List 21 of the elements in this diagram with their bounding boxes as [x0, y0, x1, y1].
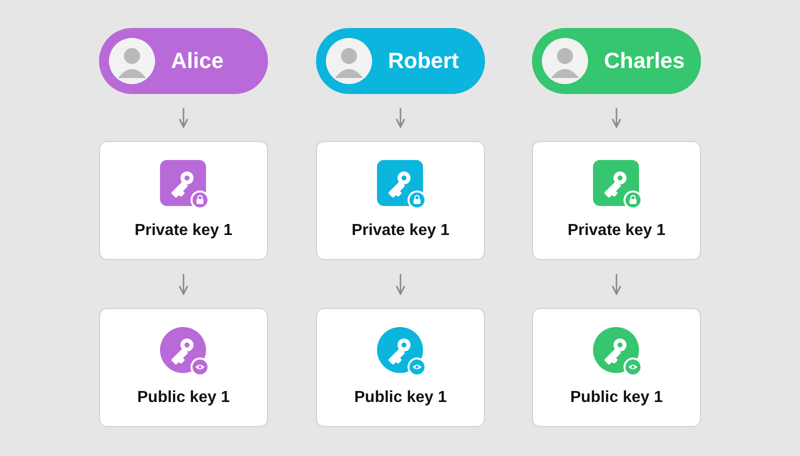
key-label: Public key 1	[353, 389, 448, 407]
key-label: Private key 1	[350, 222, 450, 240]
key-card	[99, 308, 268, 427]
arrow	[612, 274, 622, 295]
key-label: Public key 1	[569, 389, 664, 407]
person-name: Robert	[388, 48, 459, 74]
arrow	[178, 108, 188, 128]
arrow	[178, 274, 188, 295]
key-card	[316, 308, 485, 427]
key-card	[99, 141, 268, 260]
arrow	[396, 108, 406, 128]
key-label: Public key 1	[136, 389, 231, 407]
key-card	[316, 141, 485, 260]
person-name: Charles	[604, 48, 685, 74]
arrow	[612, 108, 622, 128]
person-name: Alice	[171, 48, 224, 74]
key-card	[532, 141, 701, 260]
key-label: Private key 1	[566, 222, 666, 240]
key-card	[532, 308, 701, 427]
arrow	[396, 274, 406, 295]
key-label: Private key 1	[134, 222, 234, 240]
